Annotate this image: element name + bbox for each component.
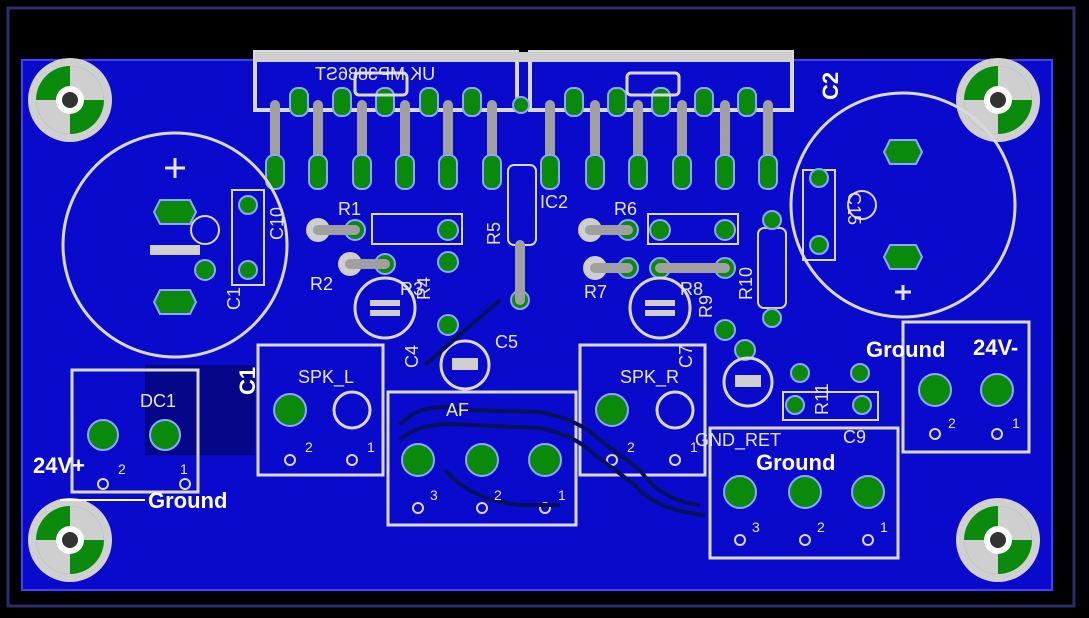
annotation-ground-left: Ground [148, 488, 227, 513]
header-resistor-right [625, 71, 681, 97]
capacitor-c1-footprint [61, 131, 289, 359]
c15-pad-2 [809, 235, 829, 255]
trace-af-1 [398, 405, 701, 507]
component-pads [306, 210, 872, 415]
r6-outline [647, 213, 739, 245]
board-title-mirrored: UK.MP3886ST [315, 64, 435, 84]
label-r8: R8 [680, 279, 703, 299]
connector-power-right [901, 320, 1031, 454]
pin-af-3: 3 [430, 487, 438, 503]
label-af: AF [446, 400, 469, 420]
label-r10: R10 [736, 267, 756, 300]
label-r3: R3 [400, 279, 423, 299]
c15b-outline [847, 190, 877, 220]
label-c15: C15 [844, 192, 864, 225]
c15-pad-1 [809, 168, 829, 188]
pin-spk-r-1: 1 [690, 439, 698, 455]
r1-outline [371, 213, 463, 245]
pin-spk-l-2: 2 [305, 439, 313, 455]
c10-pad-2 [238, 260, 258, 280]
label-c5: C5 [495, 332, 518, 352]
label-r11: R11 [812, 383, 832, 415]
c11-outline [190, 215, 220, 245]
via [512, 96, 530, 114]
pin-spk-l-1: 1 [367, 439, 375, 455]
cap-c8 [628, 276, 692, 340]
label-c4: C4 [402, 345, 422, 368]
ic-pads-bottom [265, 154, 778, 190]
pin-af-2: 2 [494, 487, 502, 503]
c10-pad-1 [238, 195, 258, 215]
c11-pad [194, 259, 216, 281]
annotation-ground-bottom: Ground [756, 450, 835, 475]
label-c7: C7 [676, 345, 696, 368]
connector-spk-r [578, 343, 707, 477]
mounting-hole-bottom-left [28, 498, 112, 582]
pin-gnd-2: 2 [817, 519, 825, 535]
trace-af-2 [398, 422, 706, 517]
mounting-hole-top-right [956, 58, 1040, 142]
pin-pwr-2: 2 [948, 415, 956, 431]
label-gnd-ret: GND_RET [695, 430, 781, 451]
label-r1: R1 [338, 199, 361, 219]
label-c11: C1 [224, 287, 244, 310]
pin-gnd-3: 3 [752, 519, 760, 535]
c10-outline [231, 189, 265, 286]
cap-c9 [722, 356, 774, 408]
label-dc1: DC1 [140, 391, 176, 411]
cap-c3 [353, 276, 417, 340]
board-outline [6, 6, 1076, 608]
heatsink-bar [255, 52, 792, 62]
pin-dc1-1: 1 [180, 461, 188, 477]
connector-gnd-ret [708, 426, 900, 560]
connector-spk-l [256, 343, 385, 477]
label-r4: R4 [414, 277, 434, 300]
label-r2: R2 [310, 274, 333, 294]
r11-outline [782, 391, 879, 421]
cap-c5 [439, 339, 491, 391]
connector-dc1 [70, 368, 200, 494]
connector-af [386, 390, 578, 527]
label-c9: C9 [843, 427, 866, 447]
annotation-24v-plus: 24V+ [33, 453, 85, 478]
label-c1: C1 [235, 367, 260, 395]
capacitor-c2-footprint [789, 91, 1017, 319]
label-r6: R6 [614, 199, 637, 219]
label-spk-l: SPK_L [298, 367, 354, 388]
annotation-ground-right-top: Ground [866, 337, 945, 362]
pin-dc1-2: 2 [118, 461, 126, 477]
label-r7: R7 [584, 282, 607, 302]
pin-af-1: 1 [558, 487, 566, 503]
pin-pwr-1: 1 [1012, 415, 1020, 431]
resistor-leads [313, 225, 730, 273]
label-c10: C10 [267, 207, 287, 240]
pin-spk-r-2: 2 [627, 439, 635, 455]
label-r5: R5 [484, 222, 504, 245]
label-ic2: IC2 [540, 192, 568, 212]
trace-c4 [423, 298, 502, 367]
label-c2: C2 [818, 72, 843, 100]
mounting-hole-bottom-right [956, 498, 1040, 582]
label-r9: R9 [696, 295, 716, 318]
pin-gnd-1: 1 [880, 519, 888, 535]
annotation-24v-minus: 24V- [973, 335, 1018, 360]
header-resistor-left [353, 71, 409, 97]
trace-af-3 [443, 468, 560, 507]
mounting-hole-top-left [28, 58, 112, 142]
label-spk-r: SPK_R [620, 367, 679, 388]
